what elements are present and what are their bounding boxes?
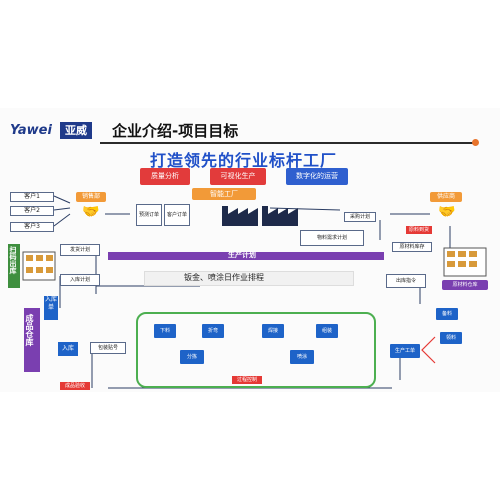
customer-2: 客户2 xyxy=(10,206,54,216)
company-logo: Yawei 亚威 xyxy=(8,122,98,140)
process-assemble: 组装 xyxy=(316,324,338,338)
process-area xyxy=(136,312,376,388)
process-bend: 折弯 xyxy=(202,324,224,338)
raw-material-stock: 原材料库存 xyxy=(392,242,432,252)
production-order: 生产工单 xyxy=(390,344,420,358)
raw-warehouse-label: 原材料仓库 xyxy=(442,280,488,290)
page-subtitle: 打造领先的行业标杆工厂 xyxy=(150,151,338,170)
badge-quality: 质量分析 xyxy=(140,168,190,185)
customer-1: 客户1 xyxy=(10,192,54,202)
inbound: 入库 xyxy=(58,342,78,356)
sales-dept-label: 销售部 xyxy=(76,192,106,202)
slide: Yawei 亚威 企业介绍-项目目标 打造领先的行业标杆工厂 质量分析 可视化生… xyxy=(0,108,500,392)
outbound-command: 出库指令 xyxy=(386,274,426,288)
purchase-arrival: 原料到货 xyxy=(406,226,432,234)
customer-order: 客户订单 xyxy=(164,204,190,226)
process-weld: 焊接 xyxy=(262,324,284,338)
title-underline xyxy=(100,142,474,144)
scan-outbound-label: 扫码出库 xyxy=(9,246,17,274)
pack-label: 包装贴号 xyxy=(90,342,126,354)
process-spray: 喷涂 xyxy=(290,350,314,364)
title-dot xyxy=(472,139,479,146)
ship-plan: 发货计划 xyxy=(60,244,100,256)
raw-warehouse-shelf-icon xyxy=(443,247,487,277)
inbound-plan: 入库计划 xyxy=(60,274,100,286)
material-demand-plan: 物料需求计划 xyxy=(300,230,364,246)
pick-material: 领料 xyxy=(440,332,462,344)
logo-cn: 亚威 xyxy=(60,122,92,139)
purchase-plan: 采购计划 xyxy=(344,212,376,222)
badge-visual: 可视化生产 xyxy=(210,168,266,185)
supplier-handshake-icon: 🤝 xyxy=(438,204,456,220)
finished-check: 成品验收 xyxy=(60,382,90,390)
process-sort: 分拣 xyxy=(180,350,204,364)
badge-digital: 数字化的运营 xyxy=(286,168,348,185)
process-control-label: 过程控制 xyxy=(232,376,262,384)
smart-factory-label: 智能工厂 xyxy=(192,188,256,200)
process-cut: 下料 xyxy=(154,324,176,338)
finished-goods-shelf-icon xyxy=(22,251,56,281)
customer-3: 客户3 xyxy=(10,222,54,232)
inbound-doc: 入库单 xyxy=(44,296,58,320)
funnel-icon xyxy=(421,336,436,364)
scan-outbound: 扫码出库 xyxy=(8,244,20,288)
factory-icon xyxy=(222,206,298,226)
finished-warehouse: 成品仓库 xyxy=(24,308,40,372)
feed-material: 备料 xyxy=(436,308,458,320)
supplier-label: 供应商 xyxy=(430,192,462,202)
sheet-schedule-bar xyxy=(144,271,354,286)
forecast-order: 预测订单 xyxy=(136,204,162,226)
sheet-schedule-label: 钣金、喷涂日作业排程 xyxy=(184,273,264,282)
handshake-icon: 🤝 xyxy=(82,204,100,220)
logo-en: Yawei xyxy=(10,123,52,138)
page-title: 企业介绍-项目目标 xyxy=(112,122,239,140)
production-plan-label: 生产计划 xyxy=(228,251,256,259)
finished-warehouse-label: 成品仓库 xyxy=(25,314,34,346)
production-plan-bar xyxy=(108,252,384,260)
